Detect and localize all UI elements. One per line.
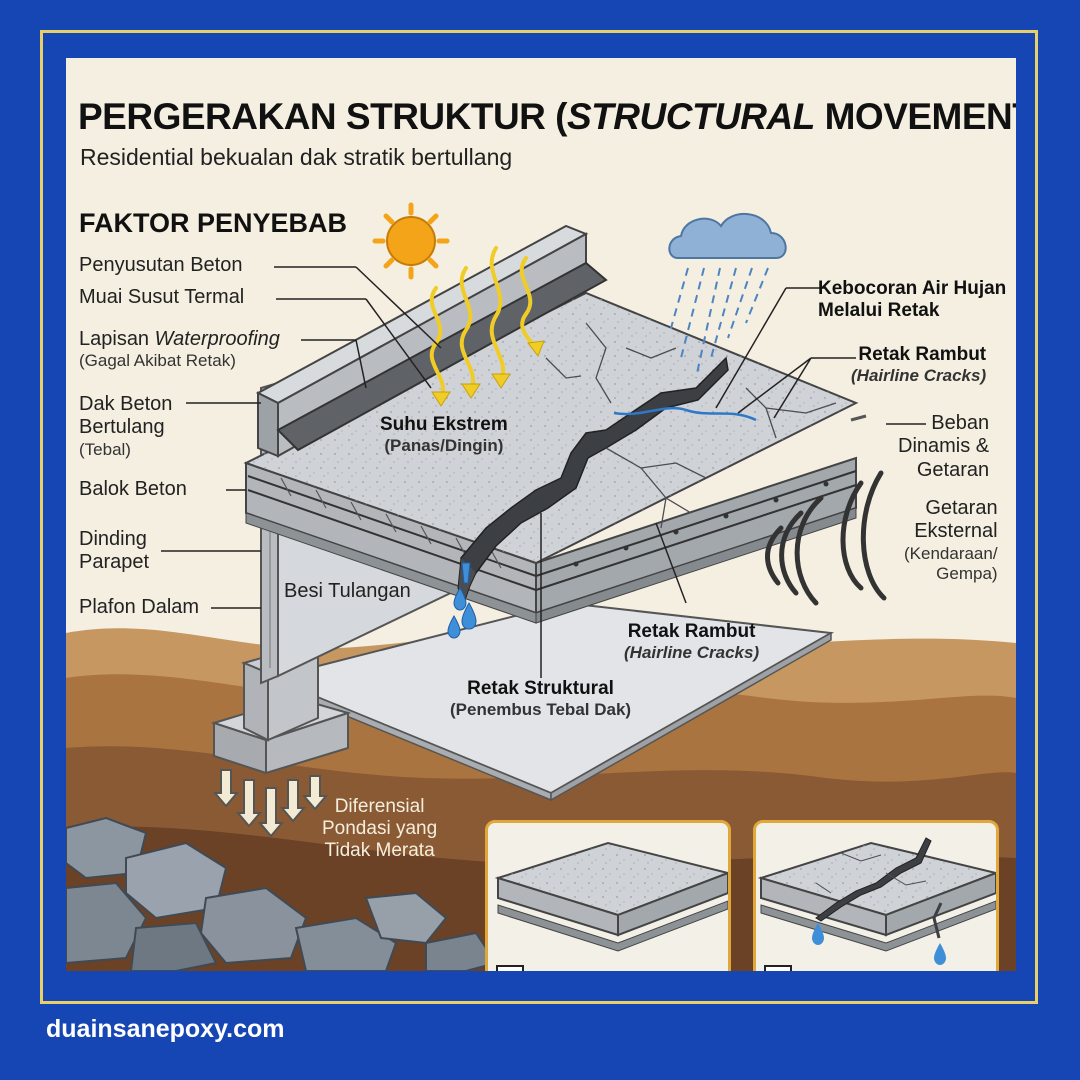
- website-link[interactable]: duainsanepoxy.com: [46, 1015, 285, 1043]
- settlement-arrow-icon: [212, 769, 329, 838]
- ground-slab: [267, 601, 835, 802]
- intact-slab-illustration: [494, 841, 728, 952]
- hairline-cracks: [545, 322, 837, 529]
- water-drop-icon: [453, 587, 467, 611]
- sun-icon: [372, 202, 450, 280]
- rain-cloud-icon: [668, 212, 787, 379]
- foundation-rocks: [66, 816, 498, 971]
- causes-heading: FAKTOR PENYEBAB: [79, 208, 348, 238]
- label-penyusutan: Penyusutan Beton: [79, 254, 243, 276]
- water-drop-icon: [934, 943, 946, 965]
- water-drop-icon: [461, 602, 477, 630]
- parapet-wall: [255, 224, 608, 458]
- label-balok: Balok Beton: [79, 478, 187, 500]
- inset-panel-1: 1: [485, 820, 731, 971]
- inset-panel-2: 2: [753, 820, 999, 971]
- leader-lines: [161, 266, 926, 678]
- label-muai: Muai Susut Termal: [79, 286, 245, 308]
- page-title: PERGERAKAN STRUKTUR (STRUCTURAL MOVEMENT…: [78, 96, 1016, 137]
- label-retak-struktural: Retak Struktural(Penembus Tebal Dak): [450, 678, 632, 720]
- page-subtitle: Residential bekualan dak stratik bertull…: [80, 144, 513, 170]
- inset-number: 1: [496, 965, 524, 971]
- water-leak: [447, 562, 477, 639]
- cracked-slab-illustration: [757, 837, 996, 965]
- label-plafon: Plafon Dalam: [79, 596, 200, 618]
- label-retak-rambut-mid: Retak Rambut(Hairline Cracks): [624, 621, 760, 663]
- infographic-panel: PERGERAKAN STRUKTUR (STRUCTURAL MOVEMENT…: [66, 58, 1016, 971]
- vibration-wave-icon: [765, 470, 887, 606]
- water-drop-icon: [447, 615, 461, 639]
- label-retak-rambut-top: Retak Rambut(Hairline Cracks): [851, 344, 987, 386]
- label-suhu-ekstrem: Suhu Ekstrem(Panas/Dingin): [380, 414, 508, 456]
- label-lapisan: Lapisan Waterproofing(Gagal Akibat Retak…: [79, 328, 280, 371]
- inset-number: 2: [764, 965, 792, 971]
- label-besi-tulangan: Besi Tulangan: [284, 580, 411, 602]
- outer-border: [40, 30, 1038, 1004]
- water-drop-icon: [812, 923, 824, 945]
